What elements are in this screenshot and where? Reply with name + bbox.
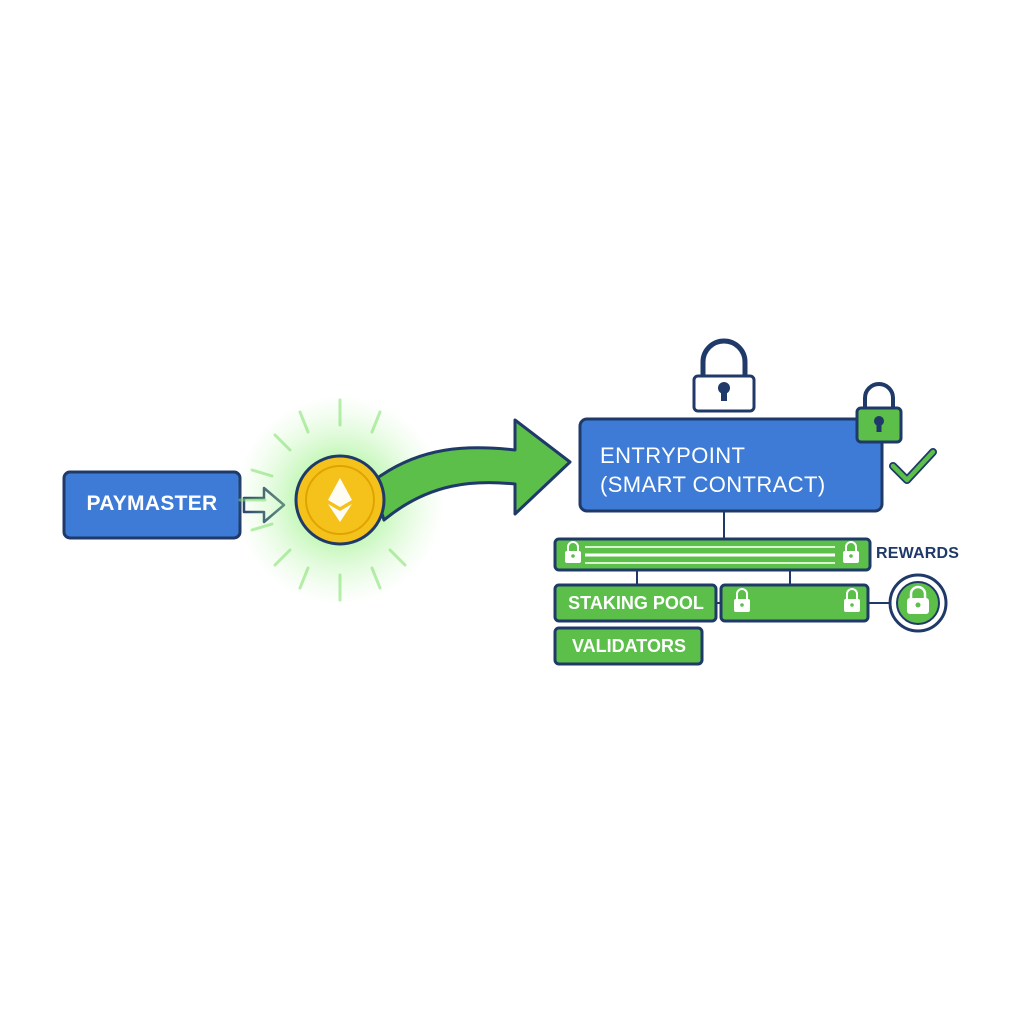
staking-pool-label: STAKING POOL <box>568 593 704 613</box>
flow-arrow <box>370 418 572 522</box>
entrypoint-label: ENTRYPOINT (SMART CONTRACT) <box>600 441 826 499</box>
padlock-icon <box>855 382 903 444</box>
padlock-icon <box>734 588 750 612</box>
rewards-bar <box>553 537 872 572</box>
padlock-icon <box>843 541 859 563</box>
padlock-icon <box>692 338 756 413</box>
ethereum-coin-icon <box>294 454 386 546</box>
entrypoint-label-line2: (SMART CONTRACT) <box>600 472 826 497</box>
validators-label: VALIDATORS <box>571 636 686 656</box>
rewards-label: REWARDS <box>876 545 960 562</box>
padlock-icon <box>844 588 860 612</box>
padlock-icon <box>565 541 581 563</box>
connector-lines <box>636 511 890 604</box>
staking-pool-box <box>553 583 718 623</box>
padlock-icon <box>888 573 948 633</box>
locked-stake-bar <box>719 583 870 623</box>
entrypoint-box <box>578 417 884 513</box>
entrypoint-label-line1: ENTRYPOINT <box>600 443 746 468</box>
validators-box <box>553 626 704 666</box>
paymaster-label: PAYMASTER <box>86 492 218 515</box>
